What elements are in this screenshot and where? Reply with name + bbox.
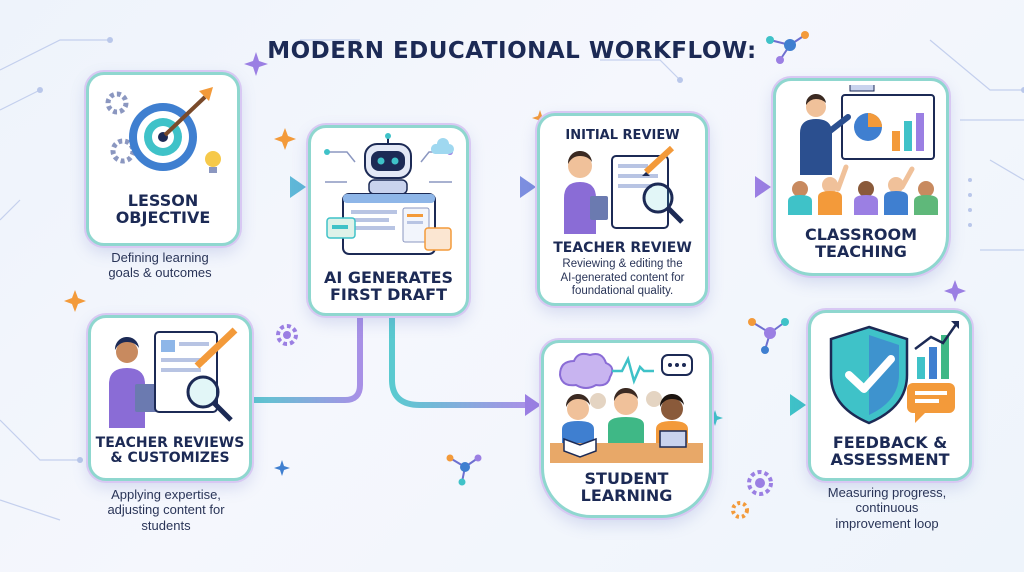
page-title: MODERN EDUCATIONAL WORKFLOW: xyxy=(267,38,757,64)
arrow-heads xyxy=(290,176,806,416)
flow-arrows xyxy=(227,184,793,408)
teacher-review-label: TEACHER REVIEW xyxy=(553,240,692,256)
shield-check-icon xyxy=(829,321,959,425)
initial-review-heading: INITIAL REVIEW xyxy=(565,128,680,143)
teacher-customizes-card: TEACHER REVIEWS& CUSTOMIZES xyxy=(88,315,252,481)
robot-icon xyxy=(324,133,454,255)
classroom-icon xyxy=(788,85,938,215)
gear-icons xyxy=(276,324,773,519)
sparkle-icons xyxy=(64,52,966,476)
teacher-customizes-label: TEACHER REVIEWS& CUSTOMIZES xyxy=(95,435,245,466)
target-icon xyxy=(105,87,221,173)
teacher-review-card: INITIAL REVIEW TEACHER REVIEW Reviewing … xyxy=(537,113,708,306)
feedback-assessment-label: FEEDBACK &ASSESSMENT xyxy=(830,433,950,469)
network-icons xyxy=(446,31,809,486)
teacher-reviewing-icon xyxy=(564,146,684,234)
teacher-editing-icon xyxy=(109,327,238,428)
students-icon xyxy=(550,352,703,463)
feedback-assessment-card: FEEDBACK &ASSESSMENT xyxy=(808,310,972,481)
teacher-customizes-description: Applying expertise,adjusting content for… xyxy=(107,487,225,533)
